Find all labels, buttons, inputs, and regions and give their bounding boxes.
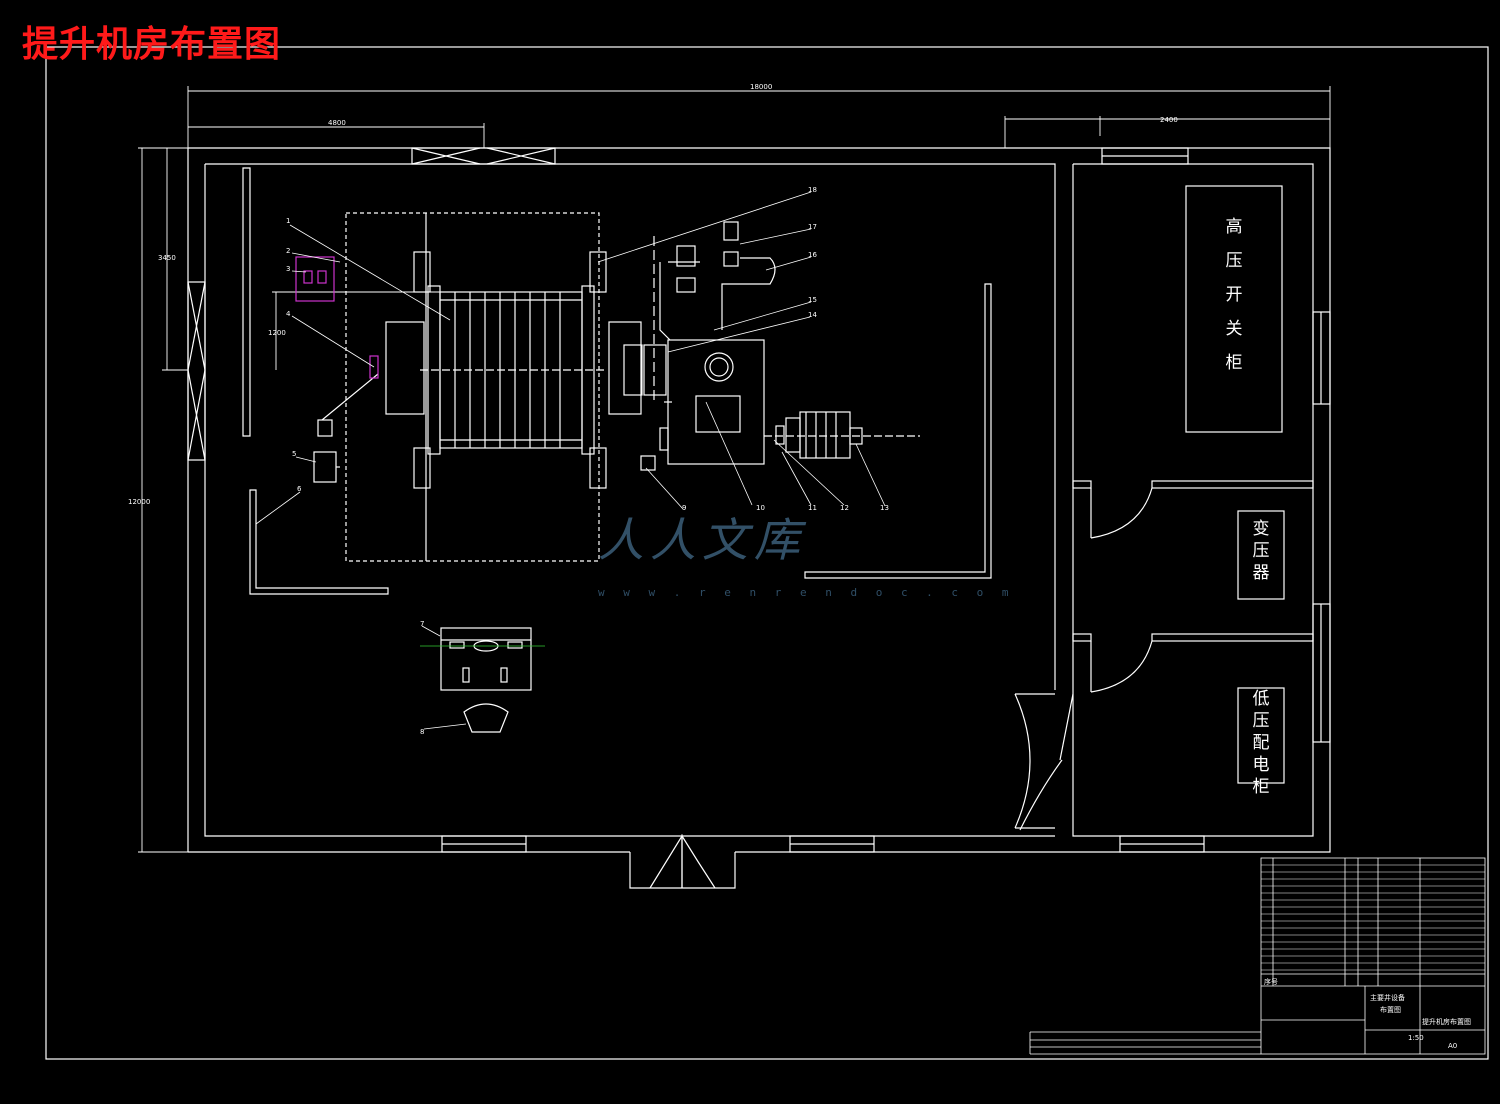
part-label-17: 17: [808, 223, 817, 231]
top-windows: [411, 147, 1189, 165]
part-label-5: 5: [292, 450, 296, 458]
drawing-frame: [45, 46, 1489, 1060]
side-door: [1014, 693, 1074, 831]
dim-right-width: 2400: [1160, 116, 1178, 124]
lv-char-2: 压: [1252, 711, 1270, 731]
title-block-name-main: 主要井设备: [1370, 993, 1405, 1002]
part-label-12: 12: [840, 504, 849, 512]
low-voltage-cabinet: [1237, 687, 1285, 784]
title-block-header-no: 序号: [1264, 977, 1278, 986]
hydraulic-station: [653, 221, 776, 400]
dim-total-height: 12000: [128, 498, 150, 506]
part-label-7: 7: [420, 620, 424, 628]
operator-chair: [463, 703, 509, 733]
part-label-14: 14: [808, 311, 817, 319]
hv-char-2: 压: [1225, 251, 1243, 271]
hv-char-1: 高: [1225, 217, 1243, 237]
lv-char-3: 配: [1252, 733, 1270, 753]
partitions: [1072, 480, 1314, 693]
hv-char-3: 开: [1225, 285, 1243, 305]
part-label-2: 2: [286, 247, 290, 255]
part-label-10: 10: [756, 504, 765, 512]
part-labels: 1 2 3 4 5 6 7 8 9 10 11 12 13 14 15 16 1…: [286, 186, 889, 736]
transformer-label: 变 压 器: [1238, 518, 1284, 584]
title-block-drawing-title: 提升机房布置图: [1422, 1017, 1471, 1026]
part-label-11: 11: [808, 504, 817, 512]
part-label-13: 13: [880, 504, 889, 512]
title-block-name-sub: 布置图: [1380, 1005, 1401, 1014]
part-label-9: 9: [682, 504, 686, 512]
dim-left-width: 4800: [328, 119, 346, 127]
motor: [764, 411, 920, 459]
watermark-text: 人人文库: [598, 513, 806, 567]
title-block-scale: 1:50: [1408, 1034, 1424, 1042]
transformer-box: [1237, 510, 1285, 600]
dim-total-width: 18000: [750, 83, 772, 91]
title-block-sheet: A0: [1448, 1042, 1457, 1050]
watermark: 人人文库 w w w . r e n r e n d o c . c o m: [598, 474, 1009, 604]
part-label-6: 6: [297, 485, 302, 493]
hoist-foundation: [345, 212, 600, 562]
tr-char-2: 压: [1252, 541, 1270, 561]
part-label-3: 3: [286, 265, 290, 273]
lv-char-4: 电: [1252, 755, 1270, 775]
tr-char-1: 变: [1252, 519, 1270, 539]
bottom-windows: [441, 835, 1205, 853]
low-voltage-cabinet-label: 低 压 配 电 柜: [1238, 688, 1284, 798]
hoist-drum: [420, 285, 604, 455]
drawing-title: 提升机房布置图: [22, 23, 282, 65]
main-door: [629, 833, 736, 889]
hv-char-4: 关: [1225, 319, 1243, 339]
parts-list-rows: [1261, 864, 1485, 971]
dim-offset: 1200: [268, 329, 286, 337]
leader-lines: [255, 191, 886, 730]
reducer: [659, 339, 765, 465]
part-label-8: 8: [420, 728, 424, 736]
watermark-url: w w w . r e n r e n d o c . c o m: [598, 586, 1015, 599]
left-window: [187, 281, 206, 461]
part-label-16: 16: [808, 251, 817, 259]
part-label-18: 18: [808, 186, 817, 194]
inner-walls: [242, 167, 992, 595]
part-label-15: 15: [808, 296, 817, 304]
part-label-4: 4: [286, 310, 291, 318]
control-desk: [420, 627, 545, 691]
lv-char-1: 低: [1252, 689, 1270, 709]
bearings: [385, 251, 667, 489]
part-label-1: 1: [286, 217, 290, 225]
dim-upper-height: 3450: [158, 254, 176, 262]
tr-char-3: 器: [1252, 563, 1270, 583]
dimension-labels: 18000 4800 2400 12000 3450 1200: [128, 83, 1178, 506]
right-windows: [1312, 311, 1331, 743]
title-block: [1029, 857, 1486, 1055]
brake-rod: [321, 373, 379, 421]
dimension-lines: [138, 86, 1331, 853]
lv-char-5: 柜: [1252, 777, 1270, 797]
title-block-text: 序号 主要井设备 布置图 提升机房布置图 1:50 A0: [1264, 977, 1471, 1050]
hv-char-5: 柜: [1225, 353, 1243, 373]
high-voltage-cabinet-label: 高 压 开 关 柜: [1186, 210, 1282, 380]
high-voltage-cabinet: [1185, 185, 1283, 433]
highlighted-parts: [295, 256, 379, 379]
